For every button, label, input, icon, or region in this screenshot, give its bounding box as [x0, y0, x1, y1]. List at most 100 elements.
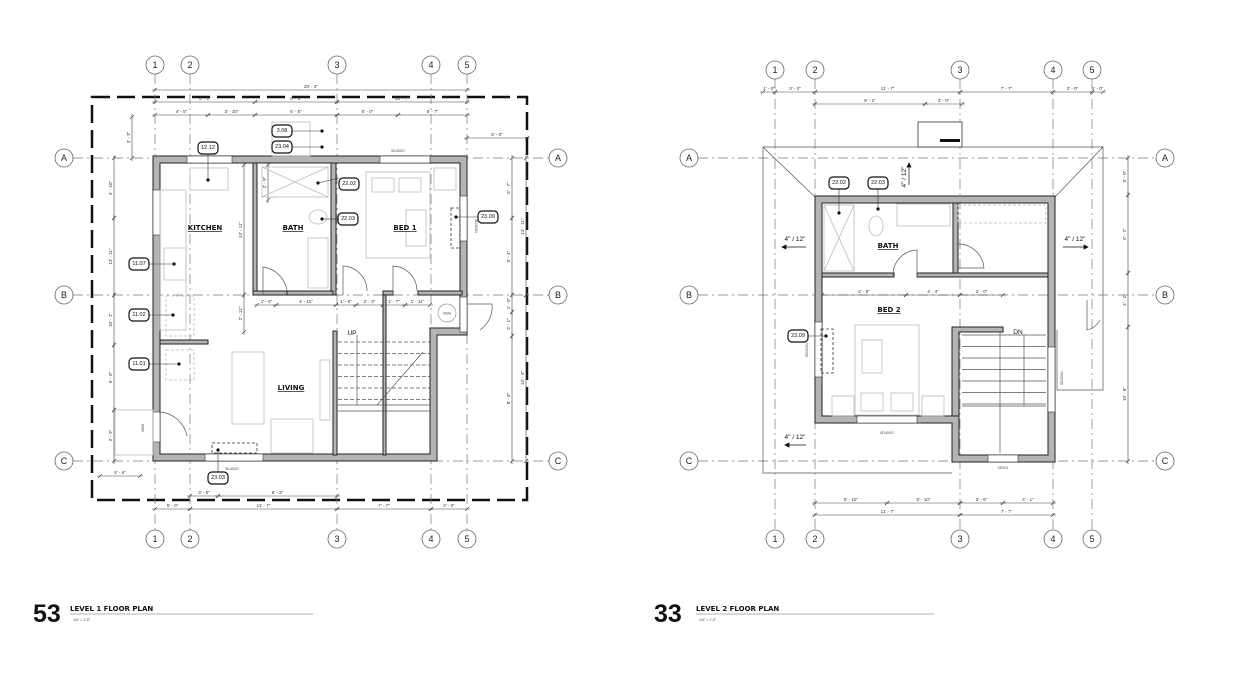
dimension-label: 20' - 2": [304, 84, 318, 89]
dimension-label: 4' - 4": [927, 289, 939, 294]
dimension-label: 4' - 2": [1122, 294, 1127, 306]
dimension-label: 4' - 11": [299, 299, 313, 304]
keynote-tag-label: 3.08: [277, 128, 288, 134]
stair-treads: [338, 335, 430, 412]
grid-label: 2: [812, 534, 817, 544]
grid-bubble: [421, 529, 441, 549]
keynote-tag: [271, 124, 293, 138]
keynote-tag-label: 23.09: [791, 333, 805, 339]
keynote-tag-label: 23.04: [275, 144, 289, 150]
keynote-tag: [128, 308, 150, 322]
view-scale: 1/4" = 1'-0": [73, 618, 91, 622]
grid-label: 3: [334, 60, 339, 70]
dimension-label: 11' - 7": [881, 509, 895, 514]
view-number: 53: [33, 600, 61, 628]
dimension-label: 5' - 0": [362, 109, 374, 114]
grid-label: 1: [772, 65, 777, 75]
grid-label: 5: [464, 60, 469, 70]
window-label: SD40XO: [474, 219, 478, 233]
stair-direction-label: UP: [347, 330, 356, 337]
interior-wall: [382, 290, 394, 296]
keynote-tag: [271, 140, 293, 154]
grid-bubble: [1043, 529, 1063, 549]
dimension-label: 2' - 0": [443, 503, 455, 508]
dimension-label: 1' - 6": [506, 297, 511, 309]
view-number: 33: [654, 600, 682, 628]
dimension-label: 13' - 4": [520, 371, 525, 385]
grid-bubble: [548, 148, 568, 168]
exterior-wall: [814, 195, 1056, 463]
dimension-label: 6' - 5": [290, 109, 302, 114]
roof-slope-indicators: 4" / 12" 4" / 12" 4" / 12" 4" / 12": [781, 162, 1089, 448]
view-title: LEVEL 2 FLOOR PLAN: [696, 605, 779, 613]
grid-label: C: [1162, 456, 1169, 466]
dimension-label: 3' - 0": [938, 98, 950, 103]
keynote-tag-label: 22.03: [871, 180, 885, 186]
exterior-wall: [152, 155, 468, 462]
grid-bubble: [1155, 148, 1175, 168]
dimension-label: 4' - 10": [108, 181, 113, 195]
dimension-strings: 1' - 0"3' - 0"11' - 7"7' - 7"3' - 0"1' -…: [760, 86, 1131, 518]
dimension-label: 4' - 1": [1022, 497, 1034, 502]
dimension-label: 3' - 3": [126, 131, 131, 143]
dimension-label: 1' - 0": [763, 86, 775, 91]
grid-label: 1: [152, 534, 157, 544]
dimension-label: 5' - 7": [506, 182, 511, 194]
walls: [152, 155, 468, 462]
dimension-label: 2' - 11": [238, 306, 243, 320]
dimension-label: 3' - 6": [976, 497, 988, 502]
grid-label: A: [1162, 153, 1168, 163]
window-label: SD40XO: [1060, 371, 1064, 385]
roof-overhang-outline: [90, 95, 529, 502]
grid-label: C: [555, 456, 562, 466]
grid-bubble: [327, 529, 347, 549]
grid-label: 3: [957, 534, 962, 544]
grid-bubble: [457, 529, 477, 549]
grid-label: A: [686, 153, 692, 163]
dimension-label: 1' - 11": [411, 299, 425, 304]
dimension-label: 2' - 9": [108, 429, 113, 441]
furniture-fixtures: [820, 203, 1047, 417]
keynote-tag: [128, 257, 150, 271]
dimension-label: 10' - 8": [1122, 387, 1127, 401]
room-label-bath: BATH: [878, 242, 899, 250]
keynote-tag: [828, 176, 850, 190]
keynote-tag: [787, 329, 809, 343]
stair-direction-label: DN: [1013, 329, 1023, 336]
grid-label: A: [555, 153, 561, 163]
view-scale: 1/4" = 1'-0": [699, 618, 717, 622]
roof-outline: [762, 146, 1104, 474]
grid-label: C: [686, 456, 693, 466]
keynote-tag: [207, 471, 229, 485]
view-title: LEVEL 1 FLOOR PLAN: [70, 605, 153, 613]
grid-label: A: [61, 153, 67, 163]
dimension-label: 1' - 0": [1092, 86, 1104, 91]
dimension-label: 10' - 7": [395, 96, 409, 101]
interior-wall: [330, 162, 337, 296]
water-heater-label: HWH: [443, 312, 452, 316]
keynote-tag: [337, 212, 359, 226]
grid-label: 3: [957, 65, 962, 75]
dimension-label: 11' - 7": [881, 86, 895, 91]
kitchen-partition: [159, 339, 209, 345]
grid-bubble: [327, 55, 347, 75]
grid-bubble: [54, 451, 74, 471]
keynote-tag-label: 22.03: [341, 216, 355, 222]
dimension-label: 5' - 0": [491, 132, 503, 137]
view-title-level-1: 53 LEVEL 1 FLOOR PLAN 1/4" = 1'-0": [33, 600, 313, 628]
grid-label: B: [686, 290, 692, 300]
grid-label: 2: [812, 65, 817, 75]
grid-bubble: [1043, 60, 1063, 80]
keynote-tag-label: 22.02: [832, 180, 846, 186]
grid-bubble: [1155, 285, 1175, 305]
keynote-tags: 22.02 22.03 23.09: [787, 176, 889, 343]
grid-label: B: [61, 290, 67, 300]
keynote-tag-label: 11.01: [132, 361, 145, 367]
windows: [814, 321, 1056, 463]
dimension-label: 2' - 3": [364, 299, 376, 304]
doors: [159, 265, 493, 437]
